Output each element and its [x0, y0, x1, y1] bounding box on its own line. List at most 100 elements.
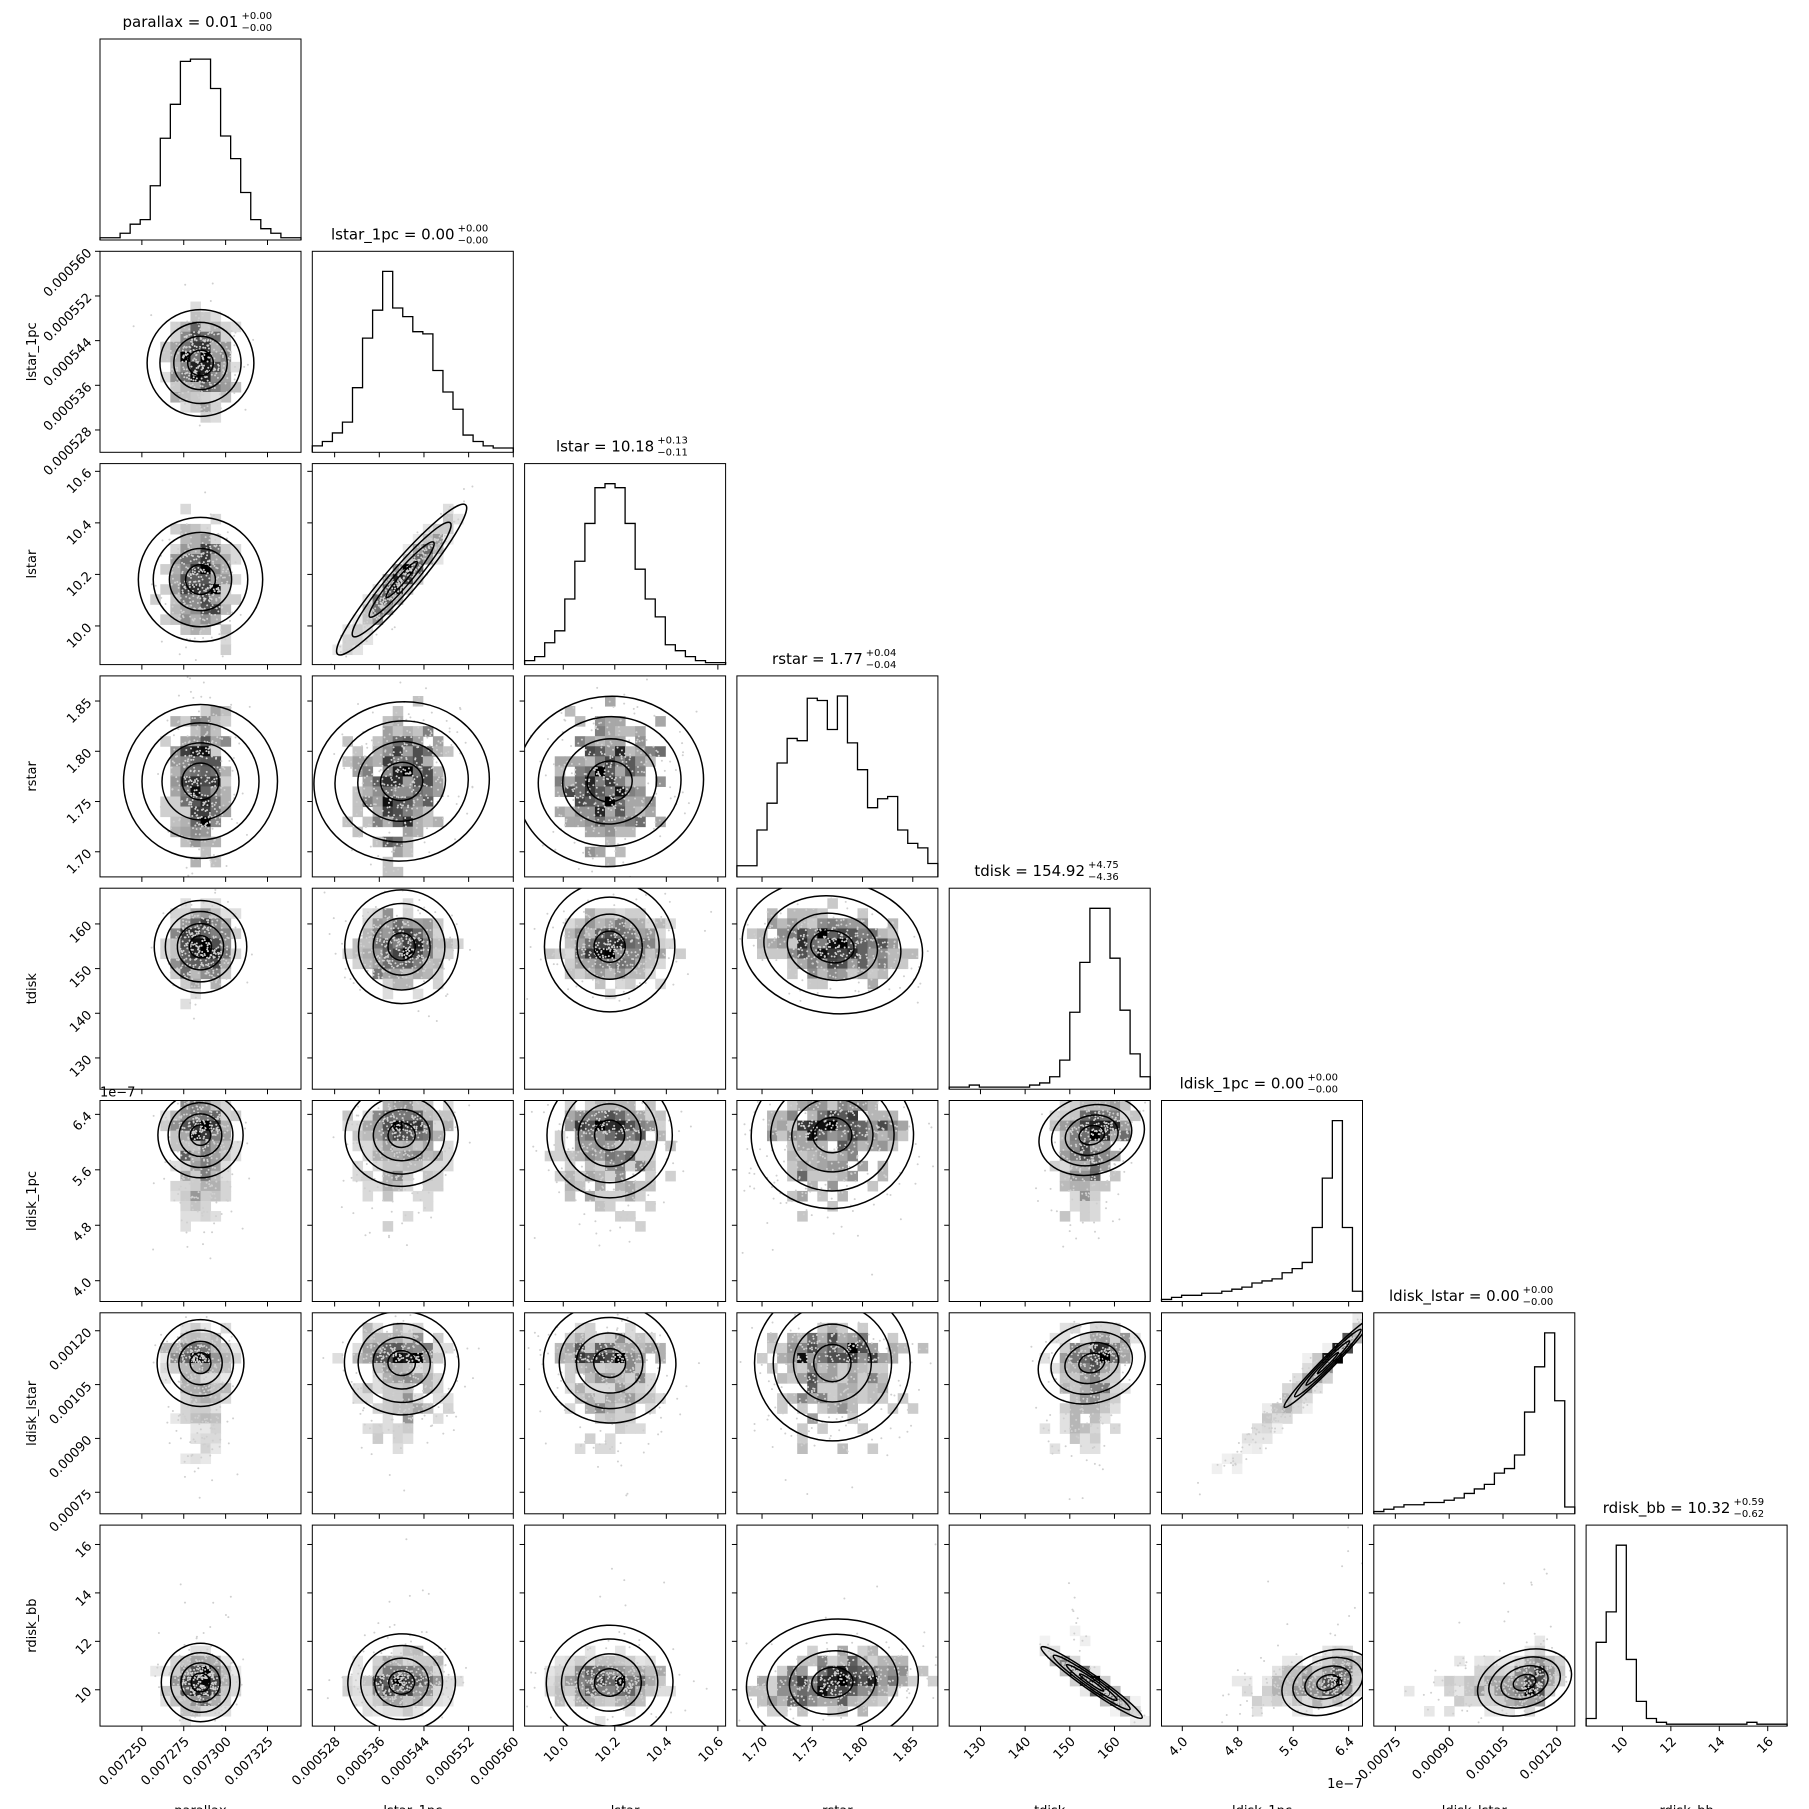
sample-point	[798, 953, 801, 956]
sample-point	[154, 584, 157, 587]
sample-point	[226, 612, 229, 615]
contour-level-3	[152, 531, 249, 628]
density-cell	[807, 928, 818, 939]
sample-point	[180, 332, 183, 335]
sample-point	[198, 583, 201, 586]
sample-point	[193, 1196, 196, 1199]
title-sub-lstar_1pc: −0.00	[458, 235, 489, 246]
sample-point	[201, 1128, 204, 1131]
sample-point	[770, 914, 773, 917]
sample-point	[563, 763, 566, 766]
sample-point	[234, 736, 237, 739]
sample-point	[430, 800, 433, 803]
sample-point	[181, 614, 184, 617]
sample-point	[200, 1131, 203, 1134]
sample-point	[400, 770, 403, 773]
sample-point	[374, 607, 377, 610]
sample-point	[185, 398, 188, 401]
sample-point	[429, 920, 432, 923]
density-cell	[180, 1140, 191, 1152]
sample-point	[686, 973, 689, 976]
sample-point	[212, 971, 215, 974]
sample-point	[220, 629, 223, 632]
sample-point	[204, 817, 207, 820]
panel-tdisk-vs-rstar	[731, 887, 939, 1095]
sample-point	[825, 948, 828, 951]
sample-point	[423, 657, 425, 659]
sample-point	[184, 554, 187, 557]
density-cell	[615, 948, 626, 960]
sample-point	[189, 615, 192, 618]
sample-point	[662, 952, 665, 955]
density-cell	[190, 301, 201, 313]
sample-point	[176, 967, 179, 970]
sample-point	[171, 571, 174, 574]
sample-point	[212, 853, 215, 856]
sample-point	[854, 956, 857, 959]
sample-point	[202, 804, 205, 807]
sample-point	[194, 926, 197, 929]
sample-point	[843, 977, 846, 980]
sample-point	[447, 795, 450, 798]
sample-point	[606, 840, 609, 843]
density-cell	[220, 918, 232, 929]
sample-point	[223, 361, 226, 364]
sample-point	[216, 919, 219, 922]
sample-point	[565, 820, 568, 823]
density-cell	[777, 918, 788, 929]
sample-point	[186, 1107, 189, 1110]
sample-point	[602, 765, 605, 768]
sample-point	[854, 943, 857, 946]
density-cell	[432, 776, 444, 787]
sample-point	[866, 964, 869, 967]
sample-point	[221, 1124, 224, 1127]
panel-title-lstar_1pc: lstar_1pc = 0.00	[331, 225, 455, 244]
sample-point	[204, 1146, 207, 1149]
sample-point	[613, 909, 616, 912]
sample-point	[854, 989, 857, 992]
sample-point	[228, 619, 231, 622]
sample-point	[437, 530, 440, 533]
sample-point	[375, 840, 378, 843]
sample-point	[216, 333, 219, 336]
density-cell	[170, 908, 181, 919]
sample-point	[417, 726, 420, 729]
sample-point	[830, 897, 833, 900]
sample-point	[198, 791, 201, 794]
sample-point	[401, 804, 404, 807]
sample-point	[606, 943, 609, 946]
sample-point	[183, 776, 186, 779]
sample-point	[383, 866, 386, 869]
density-cell	[584, 736, 596, 747]
sample-point	[198, 561, 201, 564]
title-sub-tdisk: −4.36	[1088, 872, 1119, 883]
sample-point	[642, 967, 645, 970]
density-cell	[797, 958, 808, 970]
sample-point	[186, 1245, 189, 1248]
sample-point	[188, 920, 191, 923]
sample-point	[434, 947, 437, 950]
density-cell	[190, 856, 201, 868]
sample-point	[177, 728, 180, 731]
sample-point	[413, 781, 416, 784]
sample-point	[222, 1167, 225, 1170]
sample-point	[822, 935, 825, 938]
sample-point	[643, 763, 646, 766]
density-cell	[362, 594, 374, 605]
density-cell	[180, 998, 191, 1010]
sample-point	[229, 735, 232, 738]
sample-point	[407, 713, 410, 716]
sample-point	[185, 957, 188, 960]
sample-point	[191, 584, 194, 587]
sample-point	[587, 960, 590, 963]
density-cell	[180, 1170, 191, 1182]
sample-point	[221, 355, 224, 358]
sample-point	[171, 938, 174, 941]
sample-point	[375, 633, 378, 636]
sample-point	[618, 790, 621, 793]
sample-point	[222, 804, 225, 807]
sample-point	[187, 545, 190, 548]
density-cell	[220, 706, 232, 717]
density-cell	[220, 371, 232, 383]
density-cell	[352, 1140, 364, 1152]
